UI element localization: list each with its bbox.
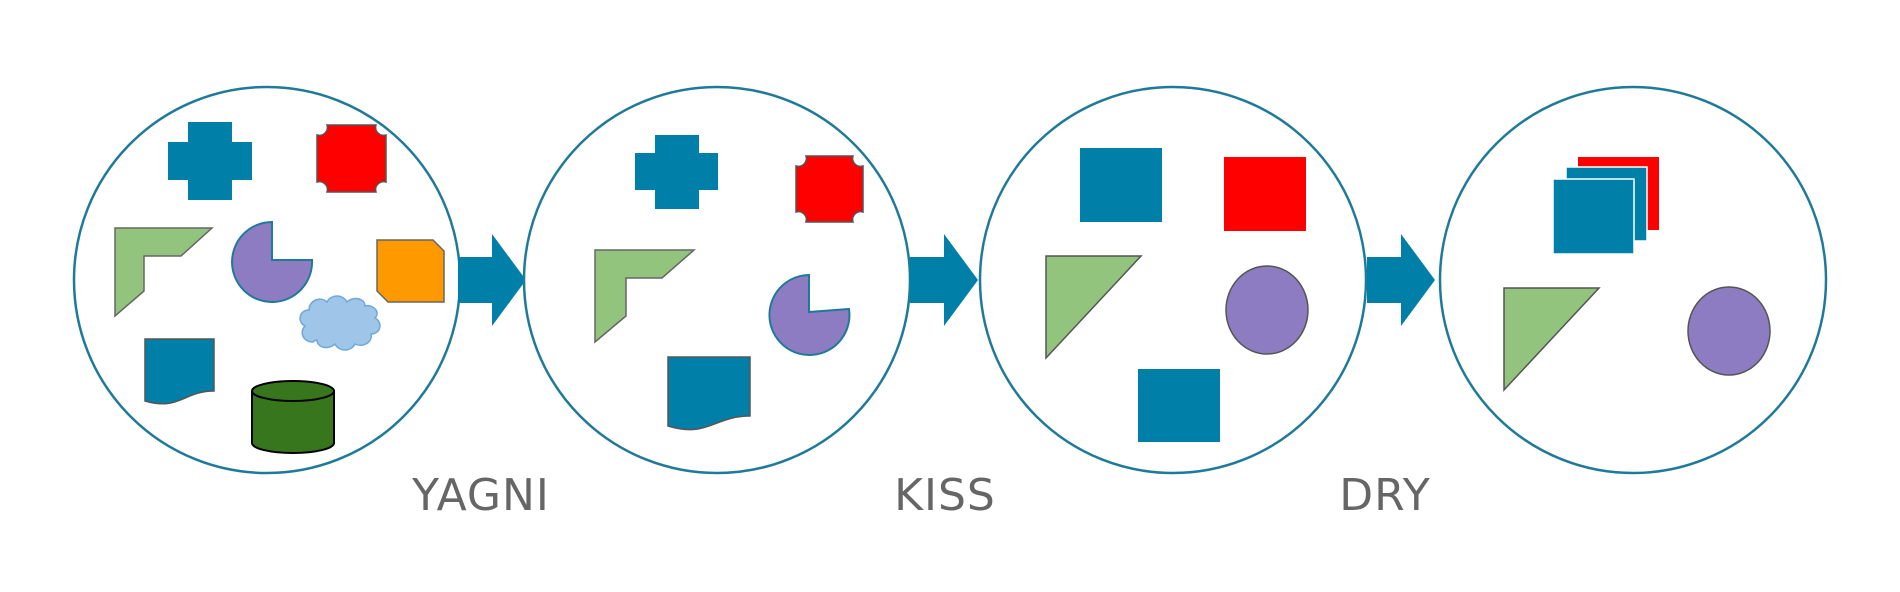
- red-square: [1224, 157, 1306, 231]
- stage-1-group: [72, 85, 462, 475]
- triangle-shape: [1503, 287, 1601, 392]
- l-shape: [594, 249, 696, 344]
- arrow-1: [458, 234, 526, 326]
- cloud-shape: [299, 295, 381, 351]
- cylinder-shape: [251, 380, 335, 454]
- stacked-squares: [1552, 157, 1659, 255]
- label-kiss: KISS: [894, 470, 996, 521]
- octagon-shape: [795, 155, 864, 223]
- label-dry: DRY: [1339, 470, 1431, 521]
- stage-2-group: [522, 85, 912, 475]
- arrow-3: [1367, 234, 1435, 326]
- snip-rect-shape: [376, 239, 445, 303]
- pie-shape: [768, 273, 851, 356]
- triangle-shape: [1045, 255, 1143, 360]
- document-shape: [667, 356, 751, 431]
- teal-square: [1138, 369, 1220, 442]
- plus-shape: [635, 135, 718, 209]
- stage-3-group: [978, 85, 1368, 475]
- document-shape: [144, 338, 215, 405]
- label-yagni: YAGNI: [411, 470, 550, 521]
- octagon-shape: [316, 124, 387, 193]
- circle-shape: [1687, 286, 1771, 376]
- plus-shape: [168, 122, 252, 200]
- arrow-2: [910, 234, 978, 326]
- l-shape: [114, 227, 214, 318]
- teal-square: [1080, 148, 1162, 222]
- pie-shape: [231, 220, 314, 303]
- stage-4-circle: [1438, 85, 1828, 475]
- stage-4-group: [1438, 85, 1828, 475]
- circle-shape: [1225, 265, 1309, 355]
